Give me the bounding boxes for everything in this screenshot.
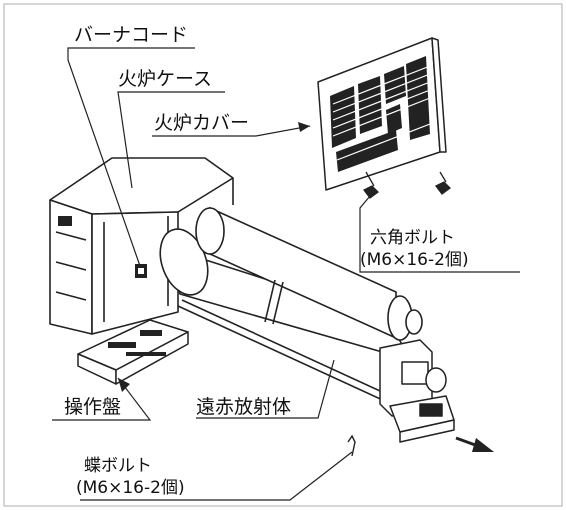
- burner-unit: [379, 339, 455, 443]
- wing-bolt-label: 蝶ボルト: [84, 456, 152, 476]
- callout-arrowheads: [118, 122, 310, 392]
- front-vent: [58, 216, 72, 226]
- furnace-cover-grille-lines: [332, 65, 431, 161]
- diagram-frame: [3, 3, 563, 507]
- burner-cord-label: バーナコード: [74, 24, 189, 46]
- callout-lines: [52, 47, 520, 501]
- wing-bolt-icon: [347, 434, 356, 457]
- furnace-case-label: 火炉ケース: [118, 68, 213, 90]
- direction-arrow-icon: [455, 436, 494, 452]
- far-infrared-radiator-label: 遠赤放射体: [196, 396, 292, 418]
- hex-bolt-label: 六角ボルト: [370, 228, 455, 248]
- wing-bolt-spec-label: (M6×16-2個): [76, 478, 185, 498]
- furnace-case: [49, 157, 234, 335]
- furnace-cover-label: 火炉カバー: [154, 112, 250, 134]
- control-panel-display: [108, 330, 166, 356]
- hex-bolt-spec-label: (M6×16-2個): [360, 250, 469, 270]
- hex-bolt-icon: [363, 171, 451, 199]
- far-infrared-radiator: [159, 206, 423, 409]
- control-panel-label: 操作盤: [64, 396, 122, 418]
